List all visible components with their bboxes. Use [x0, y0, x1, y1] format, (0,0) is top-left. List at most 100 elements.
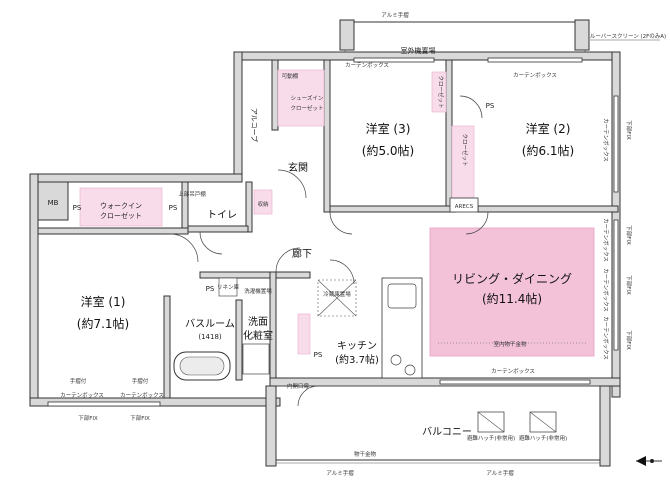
hallway-name: 廊下 — [292, 247, 312, 260]
kitchen-sink — [387, 283, 417, 309]
closet-w3-label: クローゼット — [437, 75, 445, 108]
mb-label: MB — [48, 199, 59, 207]
door-living — [329, 259, 355, 285]
door-toilet — [199, 231, 223, 255]
wall-toilet-west — [181, 181, 189, 233]
outdoor-pillar-right — [574, 19, 590, 51]
wall-w3-west — [323, 59, 331, 213]
top-alum-rail-label: アルミ手摺 — [381, 11, 409, 19]
fridge-x2 — [317, 279, 357, 317]
wall-toilet-east — [245, 181, 253, 233]
hatch-a-diag — [477, 411, 505, 433]
wall-bath-north — [199, 271, 311, 279]
ps-mb: PS — [73, 204, 82, 212]
kitchen-size: (約3.7帖) — [335, 353, 379, 366]
curtain-box-w1b: カーテンボックス — [120, 391, 164, 399]
fold-door-label: 内開口扉 — [287, 382, 310, 390]
wall-w3-south — [325, 205, 457, 213]
window-w1 — [47, 401, 161, 407]
shelf-label-1: 可動棚 — [282, 72, 299, 80]
storage-box — [253, 189, 273, 215]
ceiling-hw-label: 室内物干金物 — [493, 340, 527, 348]
balcony-wall-right — [599, 385, 611, 467]
shoe-in-closet-label: クローゼット — [290, 104, 323, 112]
curtain-box-living: カーテンボックス — [491, 367, 535, 375]
shoe-in-closet — [277, 69, 325, 127]
upper-shelf-label: 上部吊戸棚 — [178, 190, 206, 198]
closet-w2-label: クローゼット — [461, 133, 469, 166]
fridge-label: 冷蔵庫置場 — [323, 290, 351, 298]
laundry-label: 洗濯機置場 — [244, 287, 272, 295]
window-w3 — [353, 57, 435, 63]
ps-linen: PS — [206, 285, 215, 293]
storage-label: 収納 — [257, 200, 269, 208]
kitchen-name: キッチン — [337, 340, 377, 352]
hatch-b-label: 避難ハッチ(非常用) — [519, 434, 567, 442]
wall-wash-east — [269, 271, 277, 379]
living-size: (約11.4帖) — [482, 291, 542, 306]
walkin-closet-label: クローゼット — [100, 211, 142, 220]
curtain-box-w3: カーテンボックス — [345, 61, 389, 69]
door-w3 — [329, 211, 353, 235]
wall-toilet-south — [187, 225, 249, 233]
outdoor-unit-area-outline — [344, 21, 586, 55]
wash-basin — [242, 343, 270, 375]
lower-fix-e4: 下部FIX — [625, 330, 633, 350]
wash-name-1: 洗面 — [248, 316, 268, 328]
wash-name-2: 化粧室 — [243, 329, 273, 342]
living-dining-area — [429, 227, 595, 357]
stove-burner-1 — [390, 354, 402, 366]
western1-size: (約7.1帖) — [77, 316, 129, 331]
living-name: リビング・ダイニング — [452, 271, 572, 286]
western3-size: (約5.0帖) — [362, 143, 414, 158]
wall-w3-w2 — [445, 59, 453, 211]
north-west-wall — [29, 173, 243, 183]
hatch-a-label: 避難ハッチ(非常用) — [467, 434, 515, 442]
handrail-1: 手摺付 — [70, 377, 87, 385]
balcony-wall-left — [265, 385, 277, 467]
alcove-name: アルコーブ — [250, 108, 259, 142]
arecs-box — [449, 197, 479, 213]
north-arrow-icon — [636, 456, 646, 466]
window-e1 — [613, 95, 619, 193]
curtain-box-w1a: カーテンボックス — [60, 391, 104, 399]
toilet-name: トイレ — [207, 210, 237, 221]
door-w2 — [465, 211, 489, 235]
bath-name: バスルーム — [185, 318, 235, 330]
bathtub-inner — [179, 356, 225, 376]
mb-block — [37, 181, 69, 221]
entrance-name: 玄関 — [288, 161, 308, 174]
closet-w3 — [431, 71, 447, 113]
outdoor-unit-label: 室外機置場 — [401, 46, 436, 55]
door-entrance — [277, 169, 307, 199]
lower-fix-e1: 下部FIX — [625, 120, 633, 140]
shoe-in-label: シューズイン — [291, 94, 324, 102]
bottom-alum-rail-1: アルミ手摺 — [326, 469, 354, 477]
balcony-area — [269, 385, 611, 461]
lower-fix-2: 下部FIX — [130, 414, 150, 422]
linen-box — [218, 277, 238, 297]
ps-w3: PS — [486, 102, 495, 110]
curtain-box-e3: カーテンボックス — [602, 268, 610, 312]
wall-w2-south — [477, 205, 619, 213]
western2-name: 洋室 (2) — [526, 121, 571, 136]
walkin-label: ウォークイン — [100, 202, 142, 210]
linen-label: リネン庫 — [217, 283, 240, 291]
door-closet-w3 — [459, 95, 483, 119]
door-wash — [275, 247, 301, 273]
balcony-name: バルコニー — [422, 426, 472, 438]
stove-burner-2 — [404, 364, 416, 376]
curtain-box-e1: カーテンボックス — [602, 118, 610, 162]
door-w1 — [169, 233, 199, 263]
kitchen-upper-shelf — [297, 313, 311, 355]
bath-size: (1418) — [198, 333, 222, 341]
lower-fix-e2: 下部FIX — [625, 225, 633, 245]
wall-w1-east — [163, 295, 171, 399]
lower-fix-1: 下部FIX — [78, 414, 98, 422]
bottom-alum-rail-2: アルミ手摺 — [486, 469, 514, 477]
ps-toilet: PS — [169, 204, 178, 212]
ps-kitchen: PS — [314, 351, 323, 359]
handrail-2: 手摺付 — [132, 377, 149, 385]
western1-name: 洋室 (1) — [81, 294, 126, 309]
